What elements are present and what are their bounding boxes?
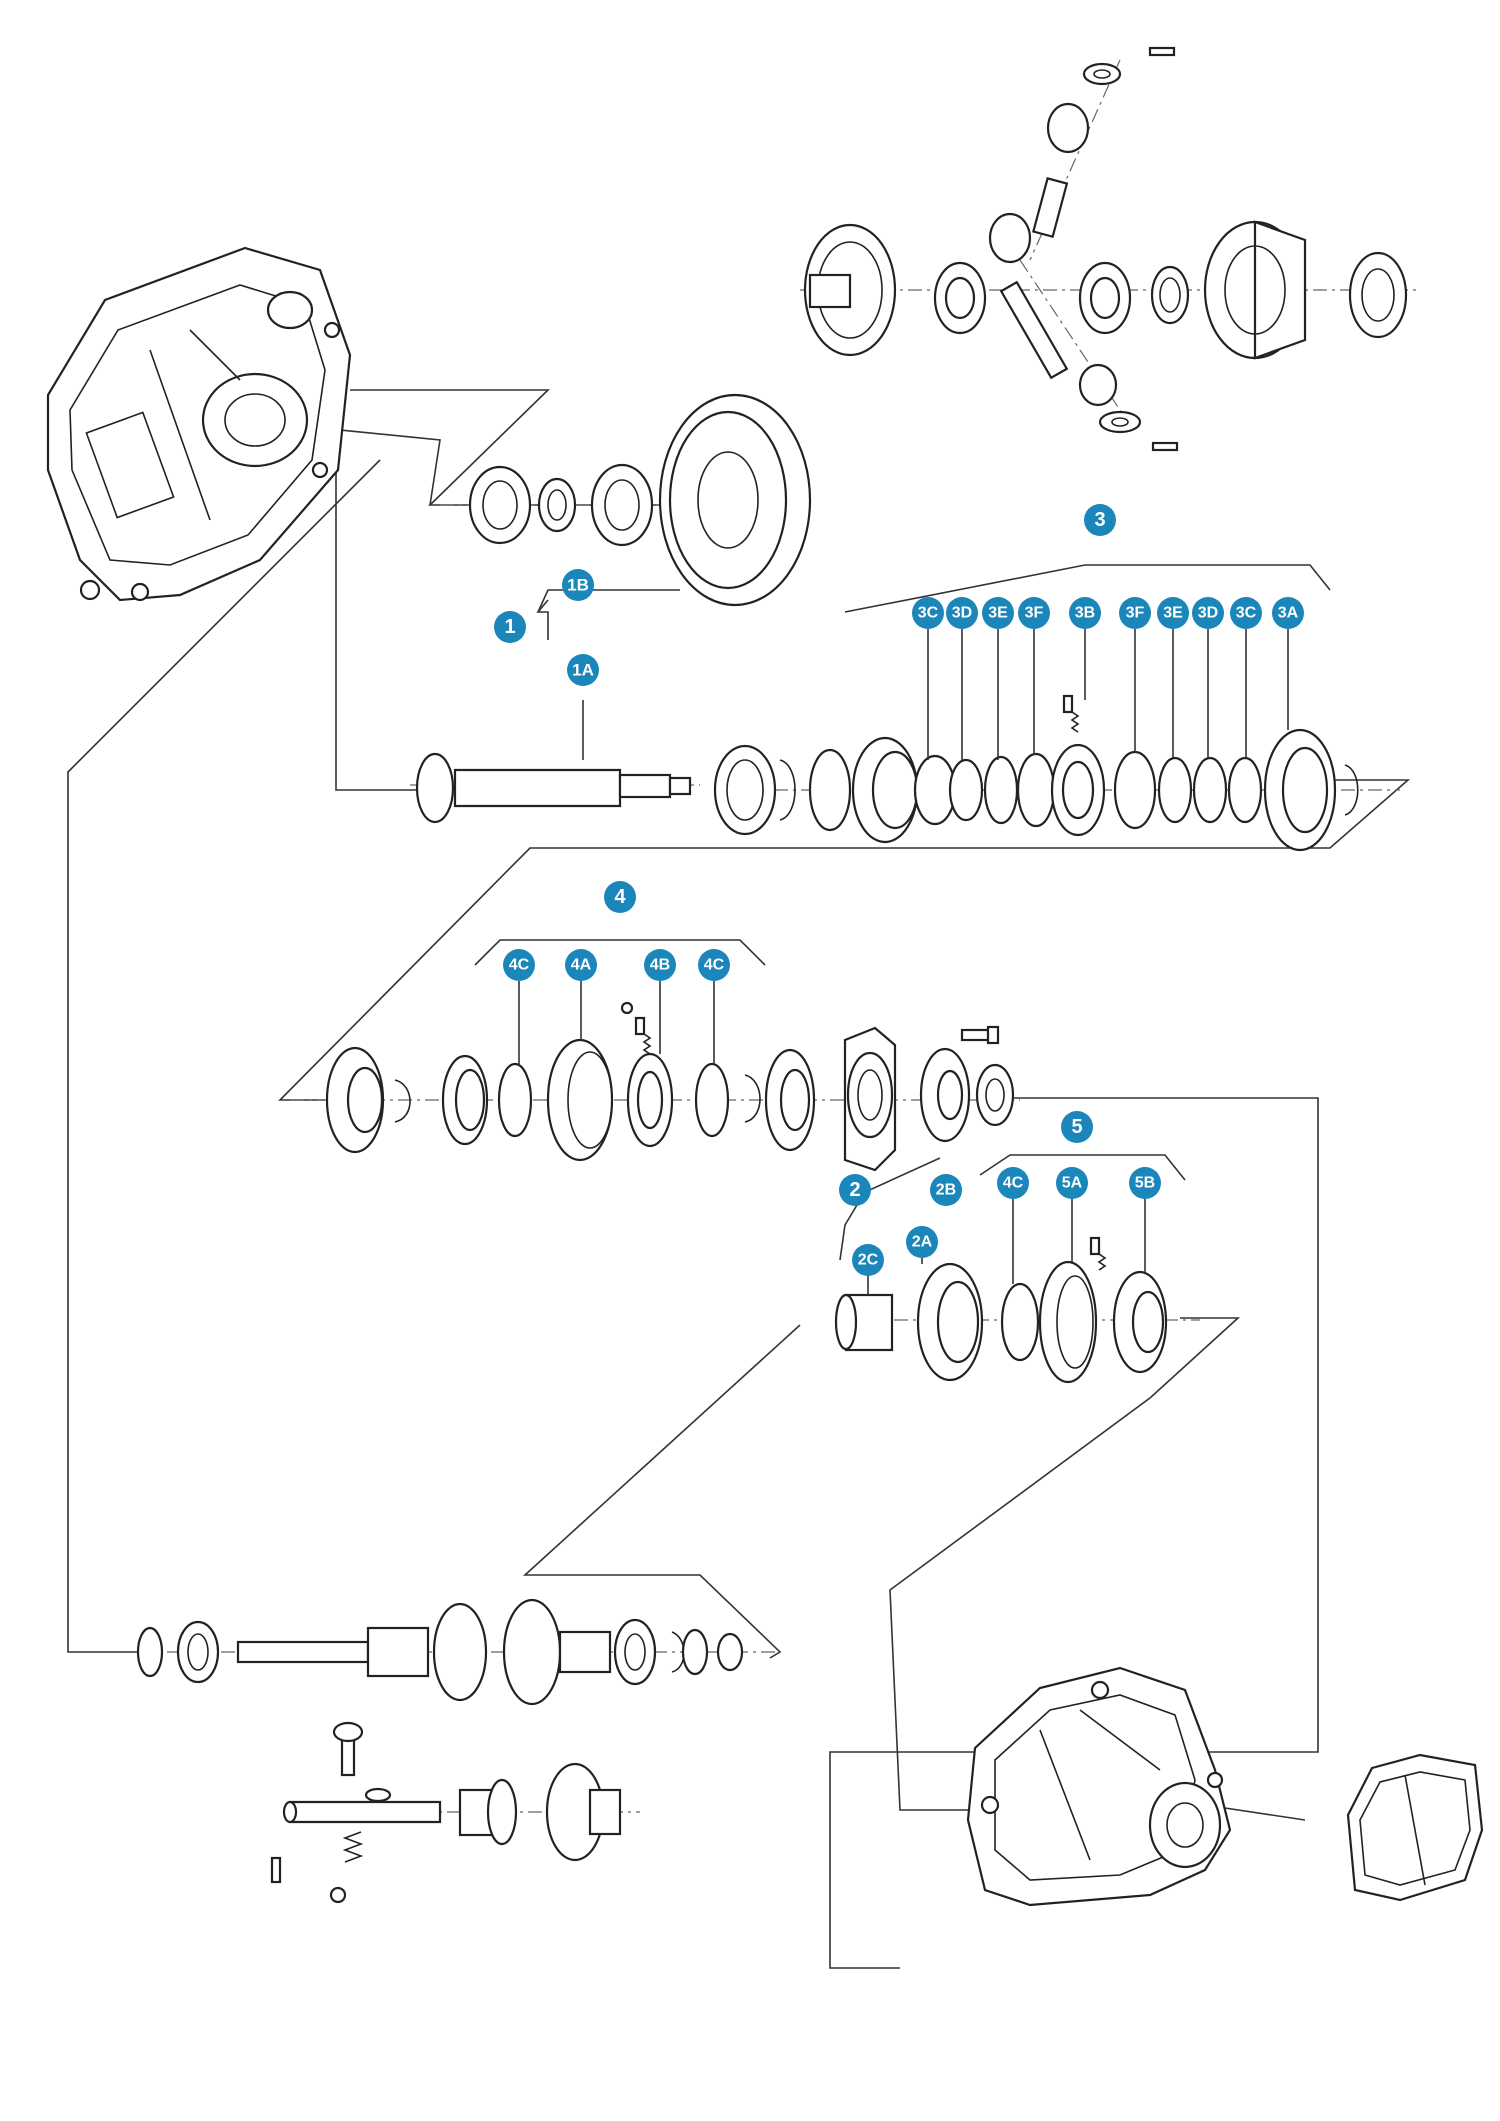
svg-text:1A: 1A [572,661,594,680]
svg-text:4C: 4C [704,957,725,974]
svg-text:2: 2 [849,1179,860,1201]
svg-text:3D: 3D [1198,605,1218,622]
callout-5A: 5A [1056,1167,1088,1199]
callout-1A: 1A [567,654,599,686]
svg-text:3E: 3E [988,605,1008,622]
reverse-idler-assembly [270,1721,640,1904]
callout-2A: 2A [906,1226,938,1258]
svg-text:4: 4 [614,886,626,908]
differential-assembly [800,46,1420,452]
callout-2C: 2C [852,1244,884,1276]
svg-text:3C: 3C [918,605,939,622]
svg-text:3: 3 [1094,509,1105,531]
callout-3F-left: 3F [1018,597,1050,629]
svg-text:3F: 3F [1126,605,1145,622]
callout-5B: 5B [1129,1167,1161,1199]
callout-4C-left: 4C [503,949,535,981]
svg-text:1B: 1B [567,576,589,595]
leader-lines [67,389,1411,1969]
svg-text:3C: 3C [1236,605,1257,622]
callouts: 1 1B 1A 3 3C 3D 3E 3F 3B 3F 3E 3D 3C 3A … [494,504,1304,1276]
svg-text:4C: 4C [509,957,530,974]
svg-text:5: 5 [1071,1116,1082,1138]
callout-4C-lower: 4C [997,1167,1029,1199]
transmission-case [966,1666,1232,1907]
callout-3F-right: 3F [1119,597,1151,629]
callout-1: 1 [494,611,526,643]
svg-text:1: 1 [504,616,515,638]
svg-text:2C: 2C [858,1252,879,1269]
svg-text:3F: 3F [1025,605,1044,622]
callout-3B: 3B [1069,597,1101,629]
callout-3C-right: 3C [1230,597,1262,629]
callout-5: 5 [1061,1111,1093,1143]
svg-text:2A: 2A [912,1234,933,1251]
callout-4A: 4A [565,949,597,981]
lay-shaft-assembly [136,1598,780,1706]
callout-1B: 1B [562,569,594,601]
callout-4C-right: 4C [698,949,730,981]
svg-text:3B: 3B [1075,605,1095,622]
callout-2: 2 [839,1174,871,1206]
output-gear-assembly [843,1025,1015,1172]
callout-3D-right: 3D [1192,597,1224,629]
end-cover [1346,1753,1484,1902]
main-shaft-assembly [713,694,1400,852]
svg-text:5A: 5A [1062,1175,1083,1192]
svg-text:3E: 3E [1163,605,1183,622]
svg-text:4B: 4B [650,957,670,974]
svg-text:5B: 5B [1135,1175,1155,1192]
reverse-assembly [290,1001,1020,1162]
callout-3E-left: 3E [982,597,1014,629]
svg-text:2B: 2B [936,1182,956,1199]
callout-4: 4 [604,881,636,913]
callout-3C-left: 3C [912,597,944,629]
input-shaft-assembly [410,752,700,824]
svg-text:4C: 4C [1003,1175,1024,1192]
clutch-housing [46,246,352,602]
counter-shaft-assembly [834,1236,1200,1384]
svg-text:3A: 3A [1278,605,1299,622]
callout-3E-right: 3E [1157,597,1189,629]
callout-2B: 2B [930,1174,962,1206]
svg-text:3D: 3D [952,605,972,622]
callout-3D-left: 3D [946,597,978,629]
callout-4B: 4B [644,949,676,981]
svg-text:4A: 4A [571,957,592,974]
final-drive-assembly [440,393,812,607]
callout-3: 3 [1084,504,1116,536]
callout-3A: 3A [1272,597,1304,629]
callout-leaders [518,629,1289,1295]
